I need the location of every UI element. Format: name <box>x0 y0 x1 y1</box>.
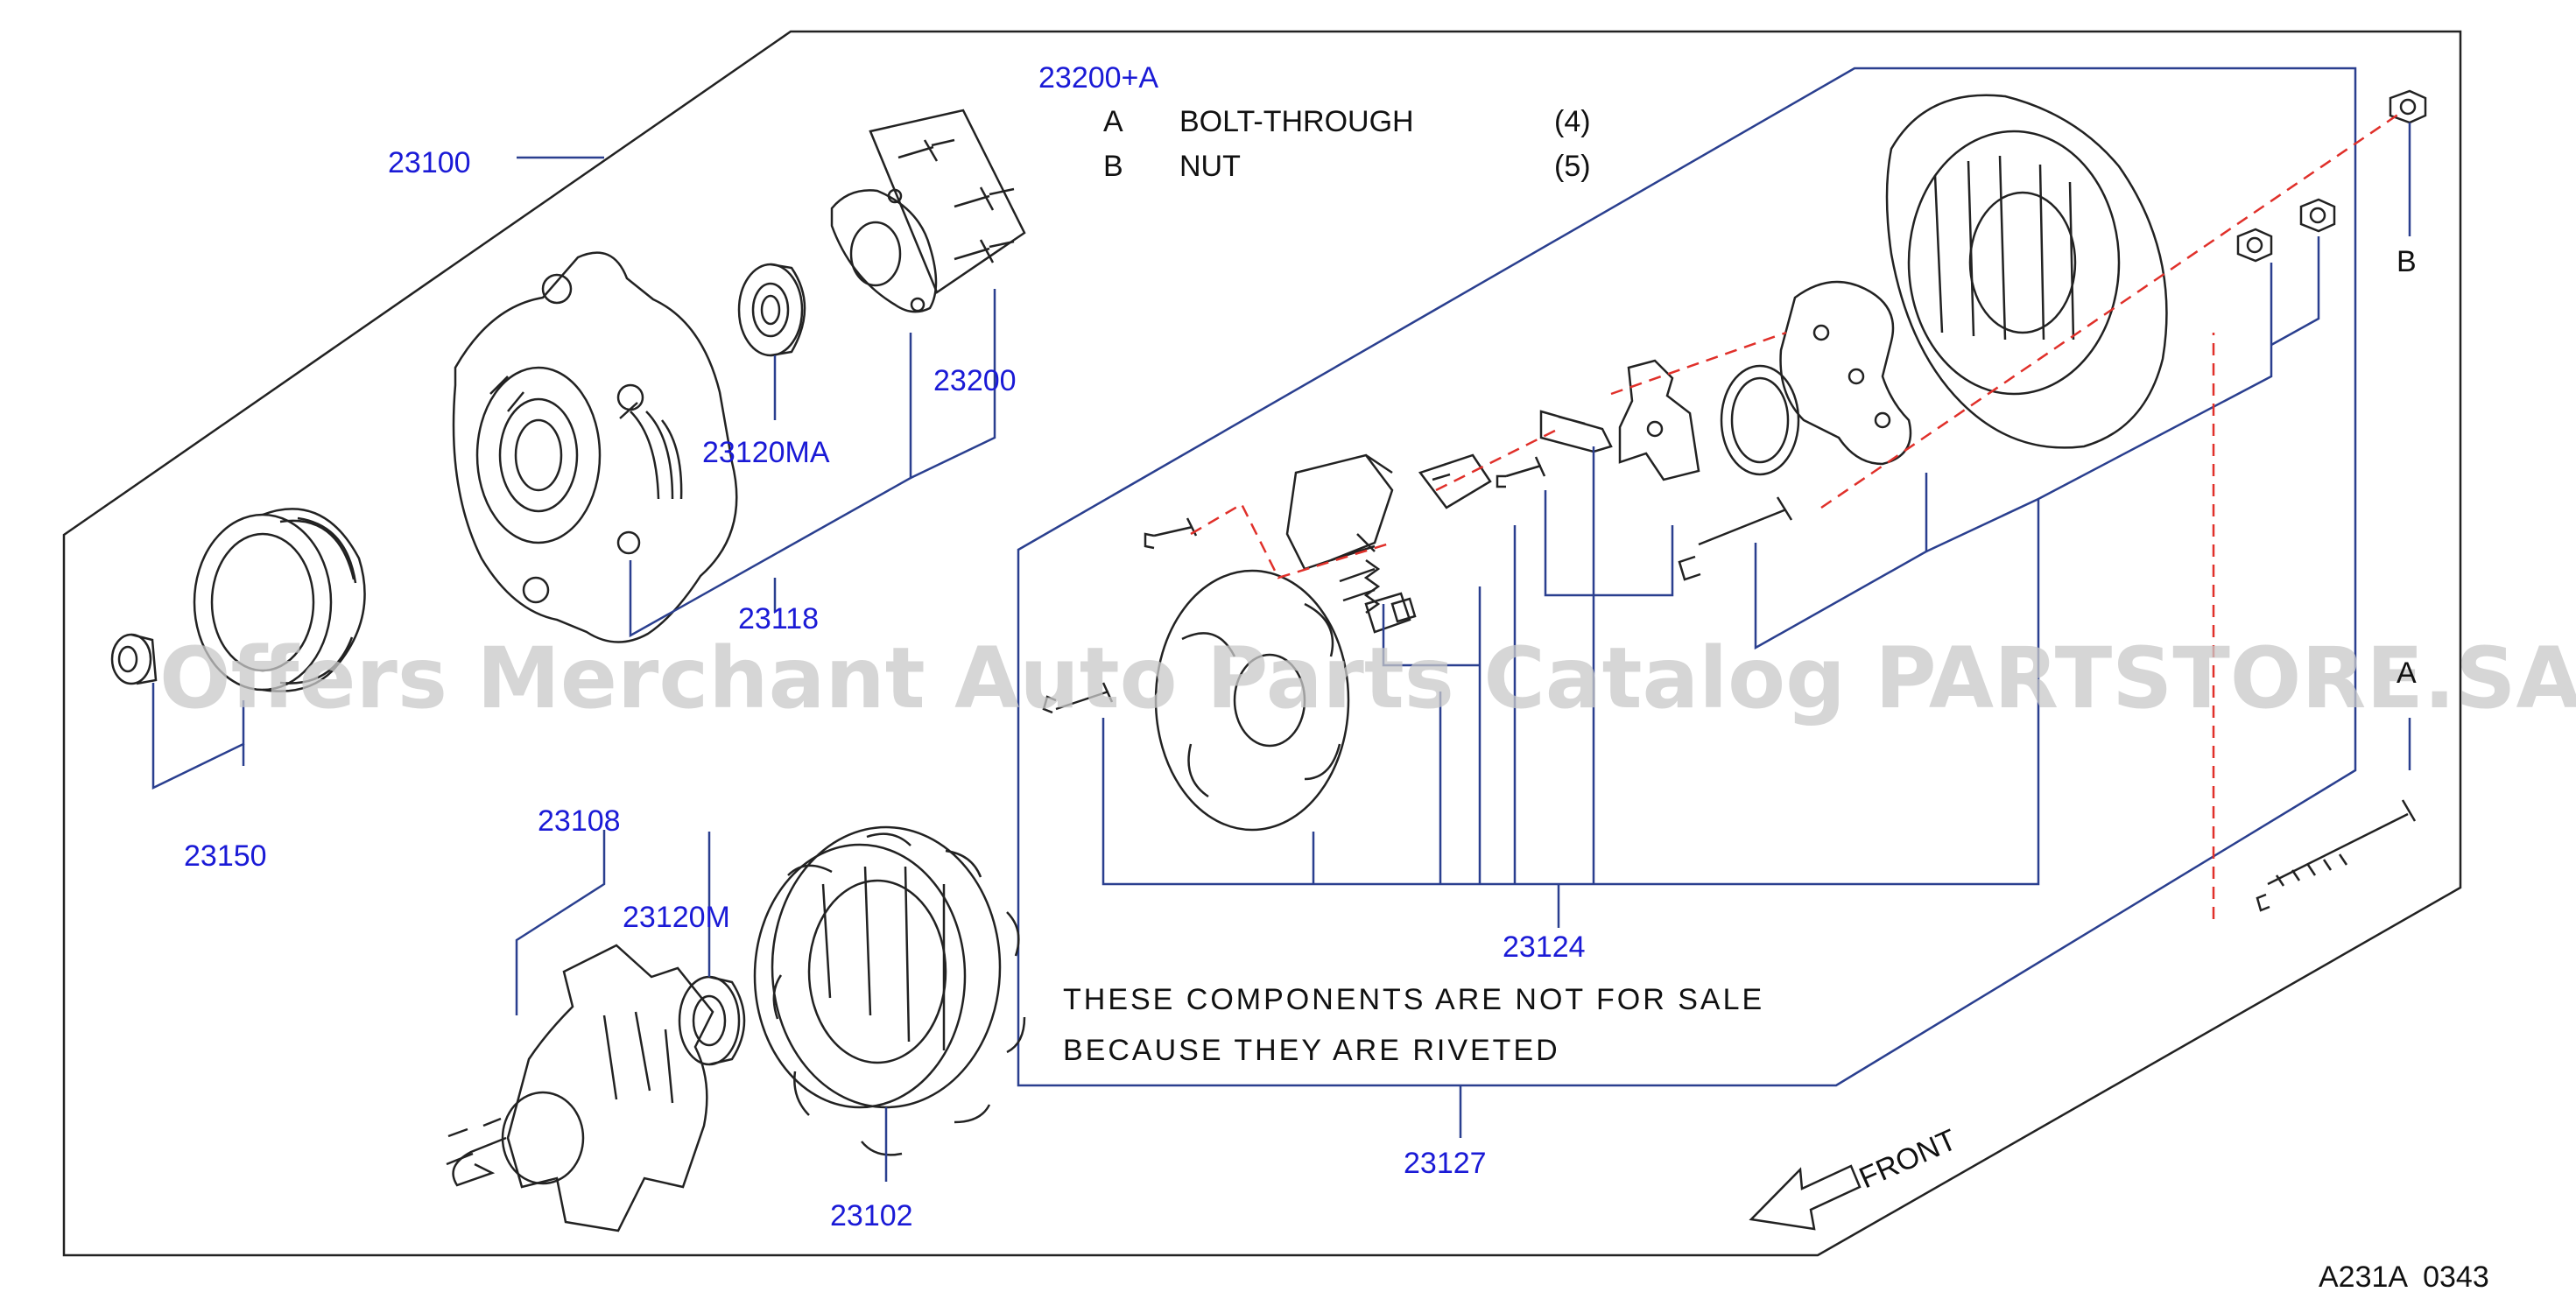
small-bolt-part <box>1042 682 1114 714</box>
callout-23108: 23108 <box>538 804 621 838</box>
stator-part <box>753 825 1026 1156</box>
nut-part <box>2299 198 2336 233</box>
callout-23127: 23127 <box>1404 1147 1487 1180</box>
callout-23124: 23124 <box>1503 930 1586 964</box>
callout-23120ma: 23120MA <box>702 436 830 469</box>
assembly-dashed-lines <box>1190 112 2400 919</box>
front-arrow <box>1749 1164 1862 1231</box>
callout-23120m: 23120M <box>623 901 730 934</box>
connector-part <box>1539 410 1613 453</box>
front-label: FRONT <box>1855 1123 1961 1195</box>
front-housing-part <box>452 251 738 643</box>
legend-b-key: B <box>1103 150 1123 183</box>
rectifier-part <box>1779 280 1912 466</box>
callout-23100: 23100 <box>388 146 471 179</box>
callout-23150: 23150 <box>184 839 267 873</box>
inner-frame <box>1017 67 2357 1087</box>
rear-housing-part <box>1885 94 2168 449</box>
pulley-nut-part <box>110 633 158 685</box>
callout-23118: 23118 <box>738 602 819 635</box>
note-line-1: THESE COMPONENTS ARE NOT FOR SALE <box>1063 983 1764 1016</box>
brush-spring-part <box>1363 558 1417 623</box>
terminal-screw-part <box>1496 456 1546 488</box>
front-bearing-part <box>737 263 806 357</box>
outer-frame <box>62 30 2462 1257</box>
note-line-2: BECAUSE THEY ARE RIVETED <box>1063 1034 1560 1067</box>
marker-b: B <box>2397 245 2417 278</box>
callout-23200: 23200 <box>933 364 1017 397</box>
legend-a-desc: BOLT-THROUGH <box>1179 105 1414 138</box>
legend-b-qty: (5) <box>1554 150 1591 183</box>
bolt-top-part <box>1144 517 1198 550</box>
retainer-screws-part <box>869 109 1026 294</box>
rear-plate-part <box>1154 569 1350 832</box>
diagram-code: A231A 0343 <box>2319 1260 2489 1294</box>
seal-ring-part <box>1720 364 1800 476</box>
long-bolt-part <box>1678 496 1793 581</box>
legend-a-qty: (4) <box>1554 105 1591 138</box>
bracket-part <box>1618 359 1700 481</box>
rear-bearing-part <box>678 975 746 1066</box>
nut-top-part <box>2389 89 2427 124</box>
legend-a-key: A <box>1103 105 1123 138</box>
callout-23200a: 23200+A <box>1038 61 1158 95</box>
marker-a: A <box>2397 657 2417 690</box>
pulley-part <box>193 508 366 692</box>
nut-b-part <box>2236 228 2273 263</box>
terminal-part <box>1418 453 1492 509</box>
through-bolt-part <box>2256 799 2417 912</box>
rotor-part <box>446 944 714 1232</box>
leader-lines <box>151 123 2411 1182</box>
legend-b-desc: NUT <box>1179 150 1241 183</box>
callout-23102: 23102 <box>830 1199 913 1232</box>
watermark: Offers Merchant Auto Parts Catalog PARTS… <box>159 629 2576 727</box>
